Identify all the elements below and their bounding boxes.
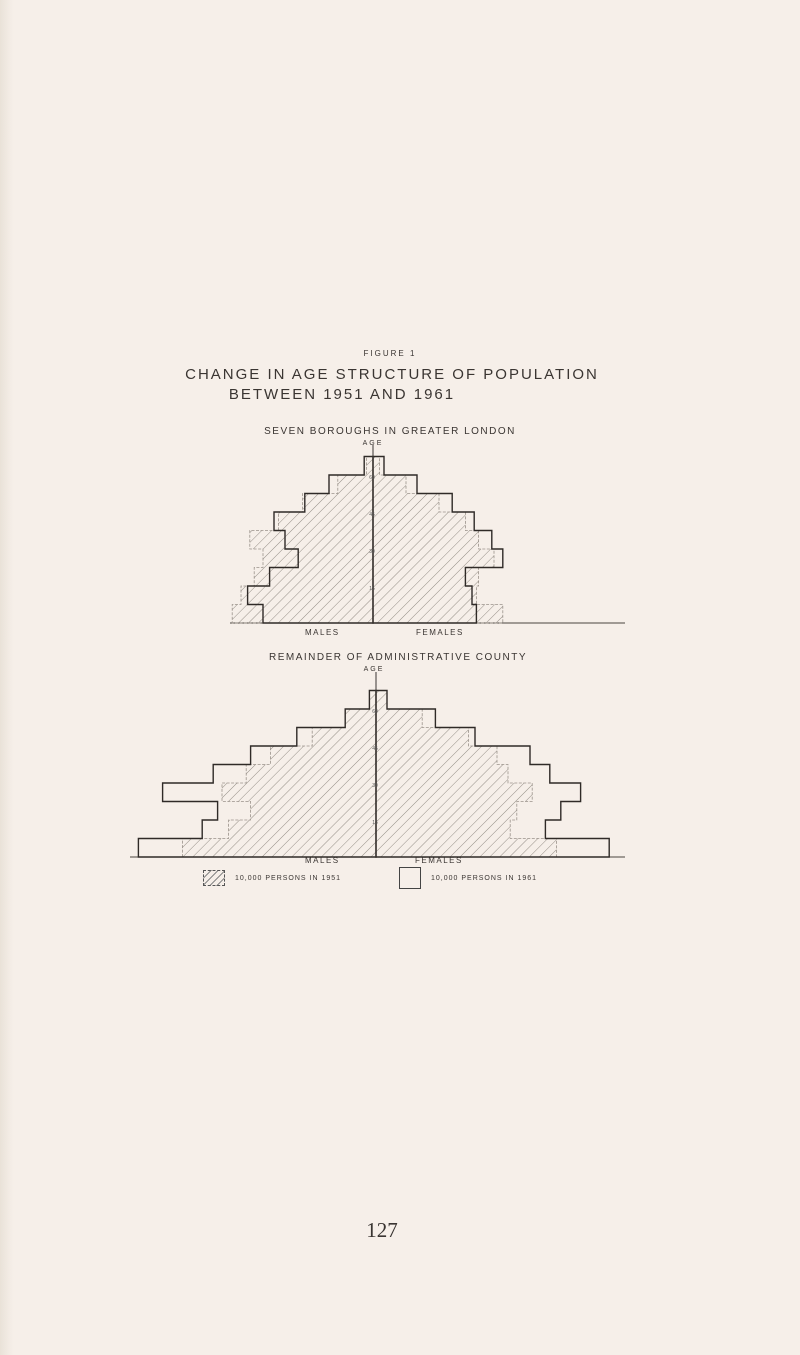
svg-text:45: 45 [372, 746, 378, 752]
svg-text:45: 45 [369, 512, 375, 518]
chart-1-age-label: AGE [362, 440, 384, 447]
chart-1-pyramid: 15 30 45 60 [230, 445, 625, 624]
chart-2-pyramid: 15 30 45 60 [130, 672, 625, 858]
page-title-line-1: CHANGE IN AGE STRUCTURE OF POPULATION [185, 366, 599, 383]
svg-text:15: 15 [369, 586, 375, 592]
figure-label: FIGURE 1 [363, 349, 417, 358]
legend-1961: 10,000 PERSONS IN 1961 [399, 867, 537, 889]
chart-2-females-label: FEMALES [415, 856, 463, 865]
svg-text:30: 30 [372, 783, 378, 789]
outline-box-icon [399, 867, 421, 889]
page-binding-shadow [0, 0, 14, 1355]
chart-2-title: REMAINDER OF ADMINISTRATIVE COUNTY [268, 652, 528, 663]
svg-text:60: 60 [372, 709, 378, 715]
chart-2-males-label: MALES [305, 856, 340, 865]
page-title-line-2: BETWEEN 1951 AND 1961 [228, 386, 456, 403]
legend-1951: 10,000 PERSONS IN 1951 [203, 870, 341, 886]
chart-1-females-label: FEMALES [416, 628, 464, 637]
chart-2-age-label: AGE [363, 666, 385, 673]
svg-text:15: 15 [372, 820, 378, 826]
page-number: 127 [366, 1218, 398, 1242]
legend-1961-label: 10,000 PERSONS IN 1961 [431, 874, 538, 882]
svg-text:60: 60 [369, 475, 375, 481]
svg-text:30: 30 [369, 549, 375, 555]
chart-1-title: SEVEN BOROUGHS IN GREATER LONDON [264, 426, 516, 437]
chart-1-males-label: MALES [305, 628, 340, 637]
legend-1951-label: 10,000 PERSONS IN 1951 [235, 874, 342, 882]
hatched-box-icon [203, 870, 225, 886]
